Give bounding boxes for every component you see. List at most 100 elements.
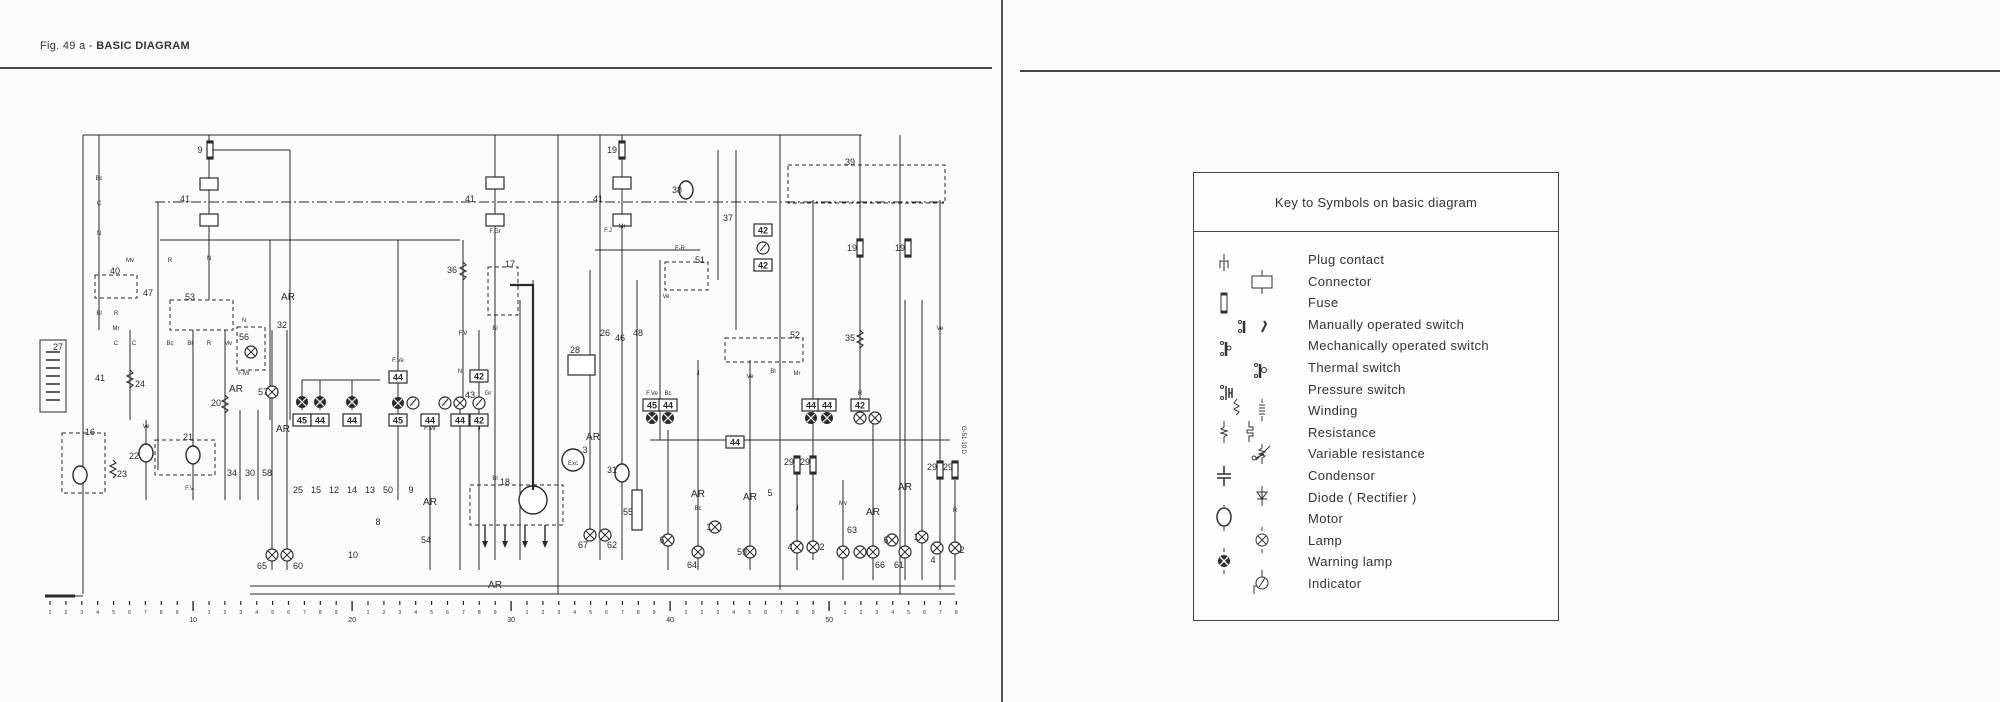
component-number: 34	[227, 468, 237, 478]
wire-code: Bc	[664, 391, 671, 397]
component-number: 8	[375, 517, 380, 527]
scale-tick-label: 30	[507, 617, 515, 624]
key-item: Mechanically operated switch	[1194, 336, 1558, 358]
scale-tick-label: 7	[144, 610, 147, 616]
lamp-icon	[583, 528, 597, 542]
ar-label: AR	[488, 580, 502, 591]
component-number: 61	[894, 560, 904, 570]
wire-code: F-R	[675, 246, 686, 252]
lamp-icon	[790, 540, 804, 554]
lamp-group-box	[658, 398, 678, 412]
component-housing	[664, 261, 709, 291]
key-item-label: Thermal switch	[1308, 359, 1402, 375]
key-item: Connector	[1194, 269, 1558, 294]
wire-code: F.J	[604, 228, 612, 234]
scale-tick-label: 50	[825, 617, 833, 624]
wire-code: Gr	[485, 391, 492, 397]
motor-icon	[1216, 505, 1232, 532]
component-number: 28	[570, 345, 580, 355]
resistance-icon	[458, 261, 468, 281]
scale-tick-label: 6	[287, 610, 290, 616]
component-number: 29	[800, 457, 810, 467]
warning-lamp-icon	[646, 412, 658, 424]
connector-icon	[485, 213, 505, 227]
key-item: Diode ( Rectifier )	[1194, 485, 1558, 510]
connector-icon	[1251, 269, 1273, 294]
key-item-label: Diode ( Rectifier )	[1308, 489, 1417, 505]
ar-label: AR	[866, 507, 880, 518]
scale-tick-label: 5	[112, 610, 115, 616]
scale-tick-label: 4	[255, 610, 258, 616]
connector-icon	[485, 176, 505, 190]
ar-label: AR	[691, 489, 705, 500]
component-number: 27	[53, 342, 63, 352]
wire-code: C	[97, 201, 102, 207]
wire	[409, 398, 417, 407]
lamp-icon	[915, 530, 929, 544]
lamp-group-box	[388, 413, 408, 427]
figure-caption: Fig. 49 a - BASIC DIAGRAM	[40, 40, 190, 52]
component-number: 64	[687, 560, 697, 570]
component-number: 3	[582, 445, 587, 455]
component-number: 40	[110, 266, 120, 276]
key-item-label: Resistance	[1308, 424, 1377, 440]
component-number: 41	[180, 194, 190, 204]
scale-tick-label: 6	[764, 610, 767, 616]
figure-title: BASIC DIAGRAM	[96, 40, 190, 52]
scale-tick-label: 3	[80, 610, 83, 616]
component-housing	[154, 439, 216, 476]
component-number: 18	[500, 477, 510, 487]
component-housing	[94, 274, 138, 299]
component-number: 43	[465, 390, 475, 400]
component-number: 19	[607, 145, 617, 155]
box-label: 42	[474, 416, 484, 426]
component-number: 1	[913, 532, 918, 542]
key-item: Pressure switch	[1194, 380, 1558, 402]
lamp-group-box	[850, 398, 870, 412]
scale-tick-label: 6	[128, 610, 131, 616]
component-number: 4	[787, 542, 792, 552]
ar-label: AR	[743, 492, 757, 503]
scale-tick-label: 2	[701, 610, 704, 616]
component-number: 47	[143, 288, 153, 298]
wire	[441, 398, 449, 407]
component-number: 46	[615, 333, 625, 343]
drawing-code: G-51-10 D	[960, 426, 966, 455]
component-number: 22	[129, 451, 139, 461]
lamp-group-box	[388, 370, 408, 384]
wire-code: J	[697, 371, 700, 377]
winding-icon	[1233, 398, 1265, 422]
connector-icon	[199, 213, 219, 227]
scale-tick-label: 7	[462, 610, 465, 616]
scale-tick-label: 7	[780, 610, 783, 616]
scale-tick-label: 4	[732, 610, 735, 616]
wire-code: Ve	[662, 294, 670, 300]
scale-tick-label: 1	[49, 610, 52, 616]
wire-code: J	[478, 426, 481, 432]
lamp-icon	[836, 545, 850, 559]
component-number: 35	[845, 333, 855, 343]
lamp-icon	[885, 533, 899, 547]
scale-tick-label: 5	[589, 610, 592, 616]
lamp-icon	[265, 385, 279, 399]
wire-code: Mr	[794, 371, 801, 377]
key-item-label: Motor	[1308, 511, 1344, 527]
component-number: 17	[505, 259, 515, 269]
resistance-icon	[220, 394, 230, 414]
lamp-icon	[866, 545, 880, 559]
component-number: 63	[847, 525, 857, 535]
warning-lamp-icon	[1218, 548, 1230, 575]
resistance-icon	[1219, 420, 1254, 443]
component-number: 6	[883, 535, 888, 545]
manual-switch-icon	[1238, 319, 1268, 333]
component-number: 50	[383, 485, 393, 495]
wire-code: N	[207, 256, 211, 262]
scale-tick-label: 4	[573, 610, 576, 616]
scale-tick-label: 40	[666, 617, 674, 624]
component-housing	[487, 266, 519, 316]
component-number: 53	[185, 292, 195, 302]
lamp-group-box	[469, 369, 489, 383]
component-number: 10	[348, 550, 358, 560]
box-label: 44	[806, 401, 816, 411]
box-label: 44	[663, 401, 673, 411]
